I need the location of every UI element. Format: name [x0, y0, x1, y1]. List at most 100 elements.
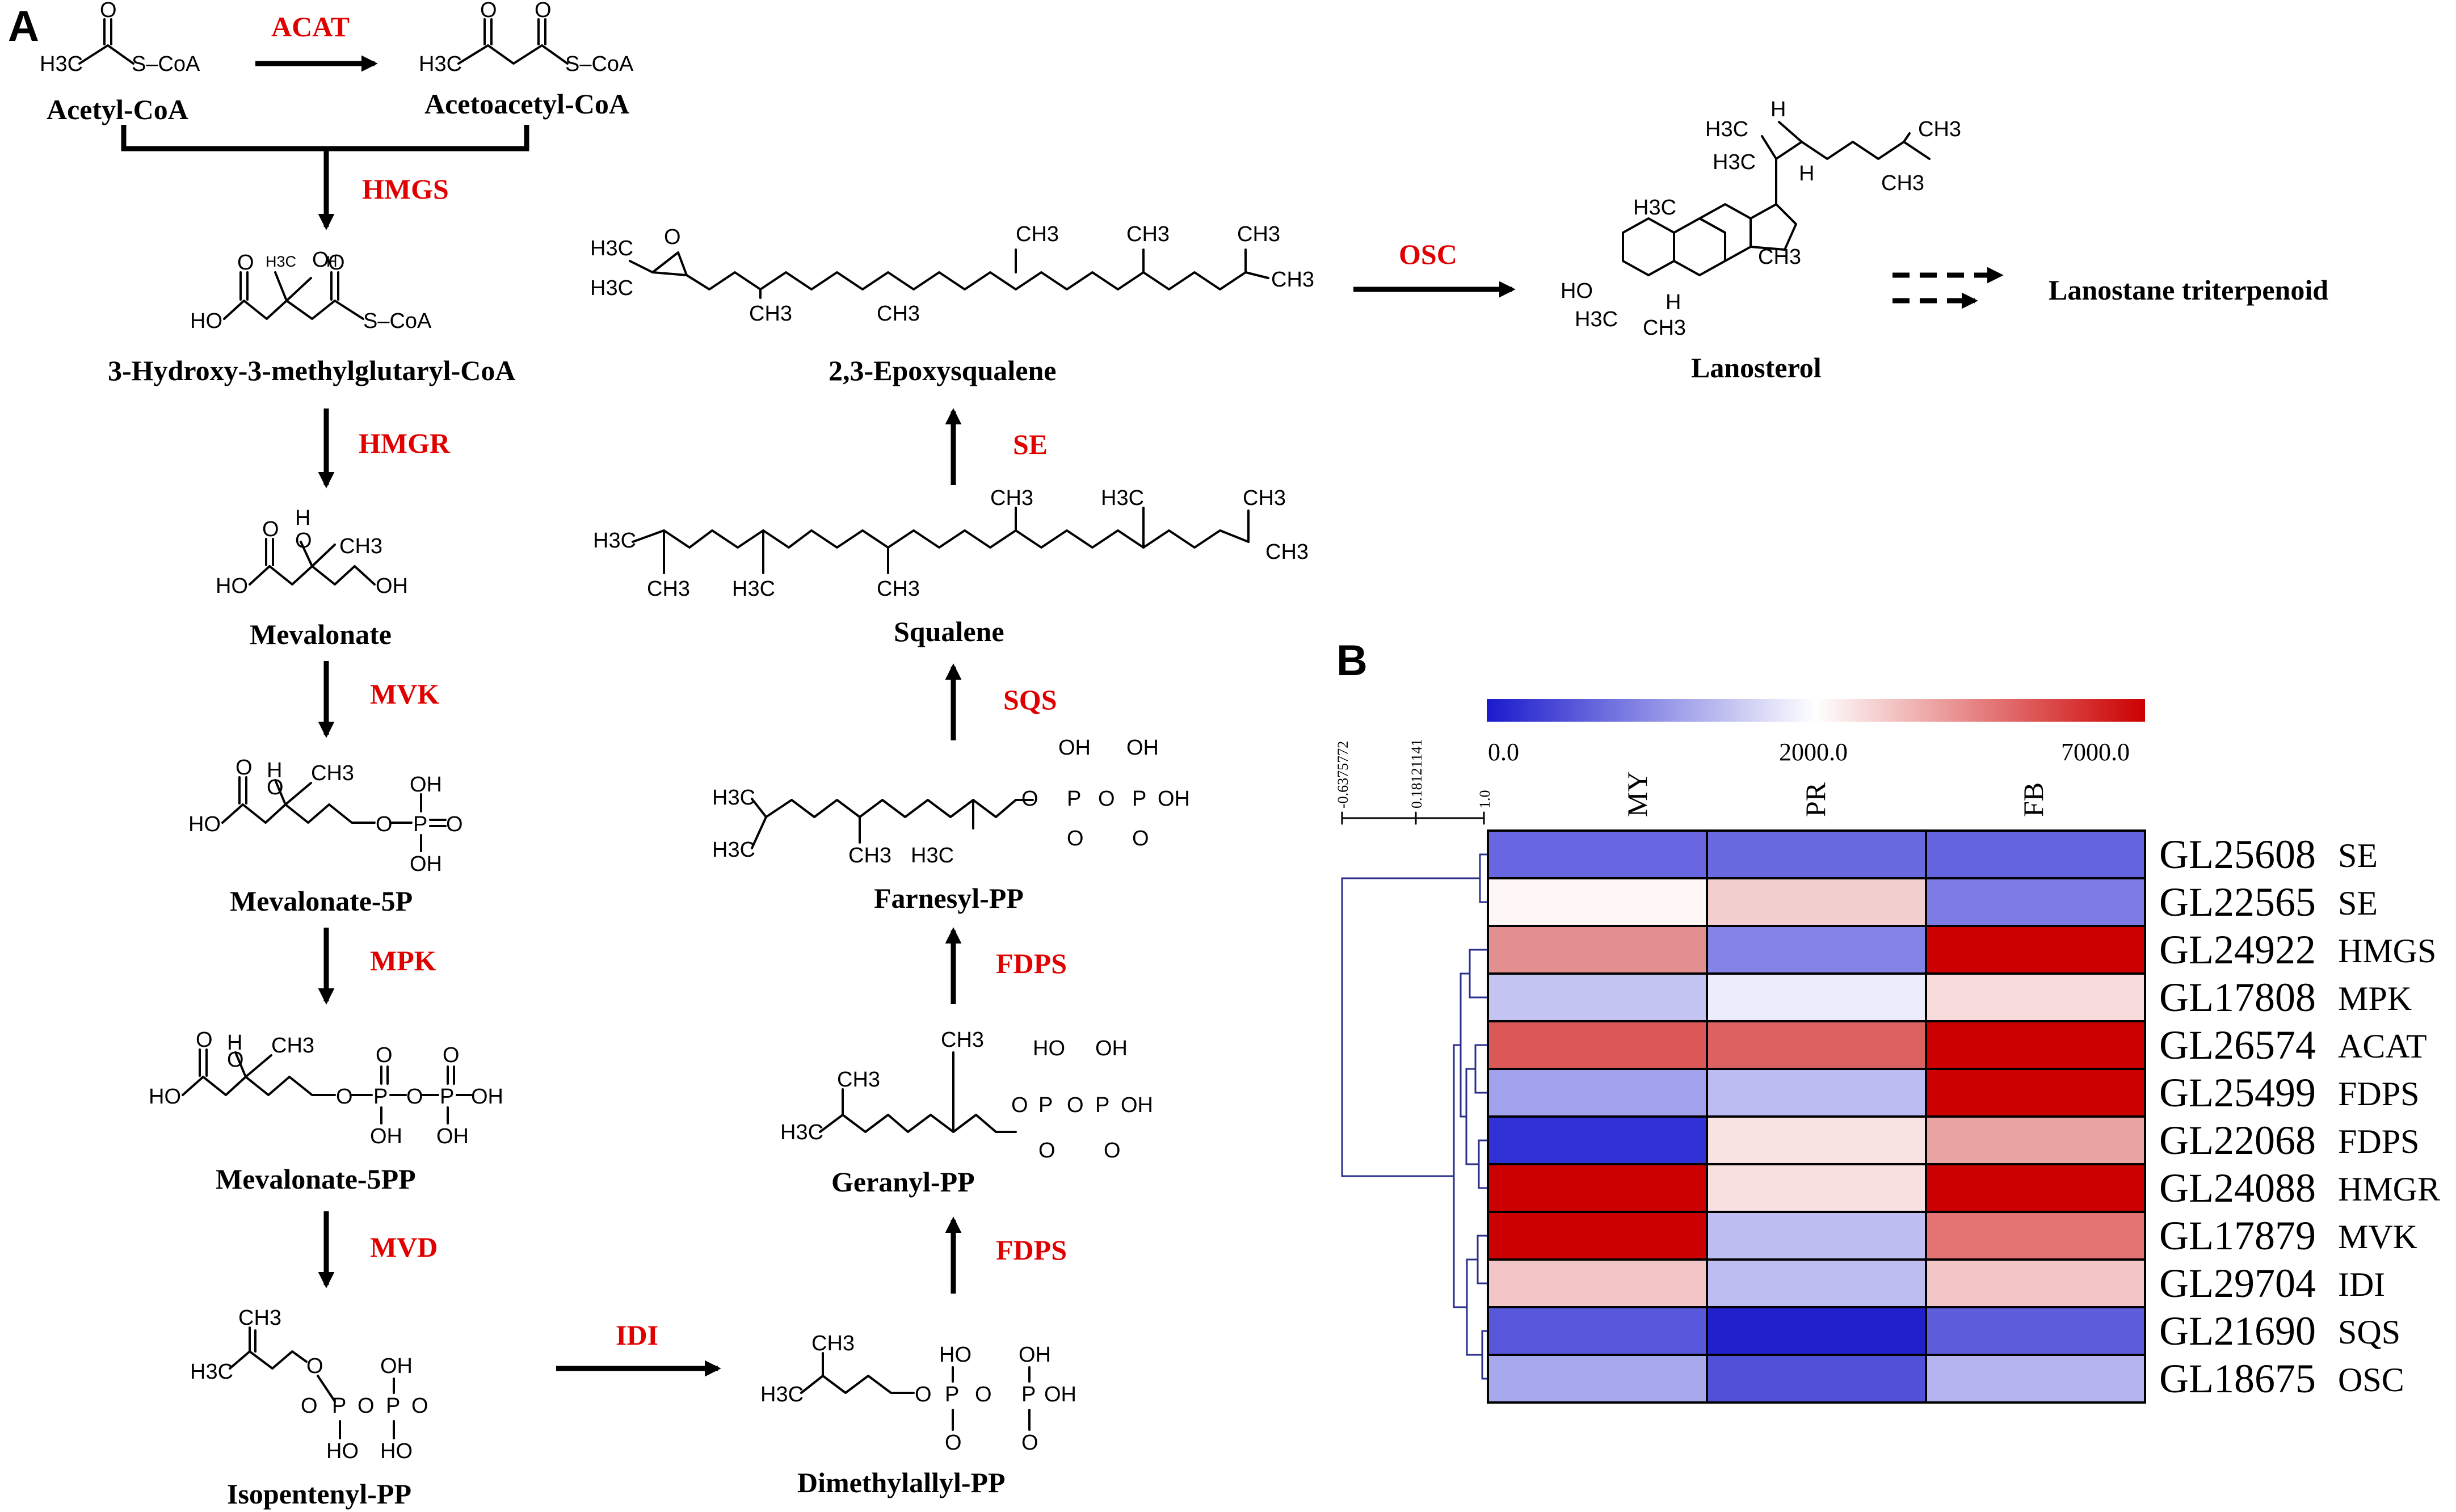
svg-text:H3C: H3C [590, 276, 633, 300]
row-gene-symbol: IDI [2338, 1266, 2385, 1303]
svg-text:OH: OH [471, 1085, 503, 1109]
enzyme-fdps-1: FDPS [996, 947, 1067, 979]
heatmap-cell [1487, 1354, 1708, 1404]
enzyme-idi: IDI [616, 1319, 658, 1351]
svg-text:CH3: CH3 [1643, 316, 1686, 340]
label-acetoacetyl-coa: Acetoacetyl-CoA [424, 88, 629, 120]
svg-text:OH: OH [1058, 736, 1091, 760]
svg-text:O: O [295, 529, 312, 553]
svg-text:O: O [312, 248, 329, 272]
acetyl-coa-structure: H3C O S–CoA [40, 0, 200, 76]
dendrogram-scale: -0.6375772 0.18121141 1.0 [1335, 739, 1493, 825]
mevalonate-5pp-structure: HO O H O CH3 O P O OH O P O OH OH [149, 1028, 503, 1148]
svg-text:H3C: H3C [780, 1121, 823, 1144]
svg-text:O: O [306, 1354, 323, 1378]
svg-text:H3C: H3C [712, 786, 755, 810]
row-gene-id: GL24922 [2159, 927, 2316, 972]
svg-text:H3C: H3C [40, 52, 83, 76]
geranyl-pp-structure: H3C CH3 CH3 O P HO O O P OH O OH [780, 1028, 1153, 1163]
svg-text:P: P [440, 1085, 454, 1109]
svg-text:H3C: H3C [732, 577, 775, 601]
svg-text:OH: OH [410, 773, 442, 797]
heatmap-cell [1925, 1020, 2146, 1070]
svg-text:CH3: CH3 [647, 577, 690, 601]
svg-text:H: H [1666, 290, 1681, 314]
heatmap-cell [1487, 1258, 1708, 1308]
svg-text:O: O [1067, 827, 1084, 850]
svg-text:HO: HO [190, 309, 222, 333]
svg-text:H3C: H3C [712, 838, 755, 862]
svg-text:P: P [1021, 1383, 1036, 1406]
svg-text:CH3: CH3 [990, 486, 1033, 510]
svg-text:P: P [1067, 787, 1081, 811]
svg-text:CH3: CH3 [941, 1028, 984, 1052]
panel-b-label: B [1336, 637, 1368, 685]
heatmap-cell [1487, 1306, 1708, 1356]
svg-text:OH: OH [436, 1124, 469, 1148]
svg-text:H3C: H3C [190, 1360, 233, 1384]
svg-text:HO: HO [188, 812, 221, 836]
svg-text:OH: OH [376, 574, 408, 598]
heatmap-cell [1706, 1211, 1927, 1261]
svg-text:CH3: CH3 [1918, 117, 1961, 141]
label-mevalonate: Mevalonate [250, 618, 392, 650]
heatmap-cell [1925, 1354, 2146, 1404]
colorbar-tick-min: 0.0 [1488, 738, 1519, 766]
row-gene-symbol: ACAT [2338, 1027, 2427, 1065]
dendro-tick-2: 0.18121141 [1408, 739, 1425, 808]
enzyme-hmgs: HMGS [362, 173, 449, 205]
row-gene-id: GL17879 [2159, 1213, 2316, 1258]
row-gene-id: GL29704 [2159, 1261, 2316, 1306]
heatmap-cell [1487, 972, 1708, 1022]
farnesyl-pp-structure: H3C H3C CH3 H3C O P OH O O P OH O OH [712, 736, 1190, 867]
row-gene-id: GL17808 [2159, 975, 2316, 1020]
label-isopentenyl-pp: Isopentenyl-PP [227, 1478, 411, 1510]
column-header-my: MY [1621, 771, 1653, 817]
svg-text:H3C: H3C [419, 52, 462, 76]
heatmap-cell [1925, 1258, 2146, 1308]
svg-text:HO: HO [380, 1439, 413, 1463]
heatmap-cell [1925, 1068, 2146, 1118]
label-mevalonate-5p: Mevalonate-5P [230, 885, 413, 917]
heatmap-cell [1706, 972, 1927, 1022]
svg-text:HO: HO [1033, 1037, 1065, 1060]
row-gene-id: GL22565 [2159, 879, 2316, 925]
heatmap-cell [1706, 1354, 1927, 1404]
label-epoxysqualene: 2,3-Epoxysqualene [829, 355, 1056, 386]
svg-text:O: O [945, 1431, 962, 1455]
heatmap-cell [1925, 925, 2146, 975]
mevalonate-structure: HO O H O CH3 OH [216, 506, 408, 598]
enzyme-fdps-2: FDPS [996, 1234, 1067, 1266]
heatmap-cell [1706, 925, 1927, 975]
dendrogram [1341, 853, 1487, 1380]
svg-text:CH3: CH3 [877, 302, 920, 326]
svg-text:H3C: H3C [1101, 486, 1144, 510]
dimethylallyl-pp-structure: H3C CH3 O P HO O O P OH O OH [760, 1332, 1076, 1455]
heatmap-cell [1487, 925, 1708, 975]
svg-text:H: H [1770, 98, 1786, 121]
enzyme-mpk: MPK [370, 945, 436, 976]
heatmap-cell [1925, 1211, 2146, 1261]
svg-text:S–CoA: S–CoA [565, 52, 634, 76]
row-gene-id: GL18675 [2159, 1356, 2316, 1401]
svg-text:H3C: H3C [593, 529, 636, 553]
svg-text:P: P [1038, 1093, 1053, 1117]
svg-text:OH: OH [1044, 1383, 1076, 1406]
svg-text:CH3: CH3 [1237, 222, 1280, 246]
heatmap-cell [1925, 1115, 2146, 1165]
enzyme-se: SE [1013, 428, 1048, 460]
svg-text:H: H [1799, 162, 1814, 186]
svg-text:CH3: CH3 [1126, 222, 1170, 246]
svg-text:H3C: H3C [266, 253, 296, 270]
svg-text:O: O [100, 0, 117, 22]
heatmap-cell [1706, 1020, 1927, 1070]
heatmap-cell [1706, 1306, 1927, 1356]
hmg-coa-structure: HO O O H3C O H S–CoA [190, 248, 432, 333]
column-header-pr: PR [1799, 782, 1831, 817]
svg-text:CH3: CH3 [1881, 171, 1924, 195]
squalene-structure: H3C CH3 H3C CH3 CH3 H3C CH3 CH3 [593, 486, 1309, 601]
svg-text:O: O [535, 0, 552, 22]
row-gene-id: GL26574 [2159, 1022, 2316, 1068]
